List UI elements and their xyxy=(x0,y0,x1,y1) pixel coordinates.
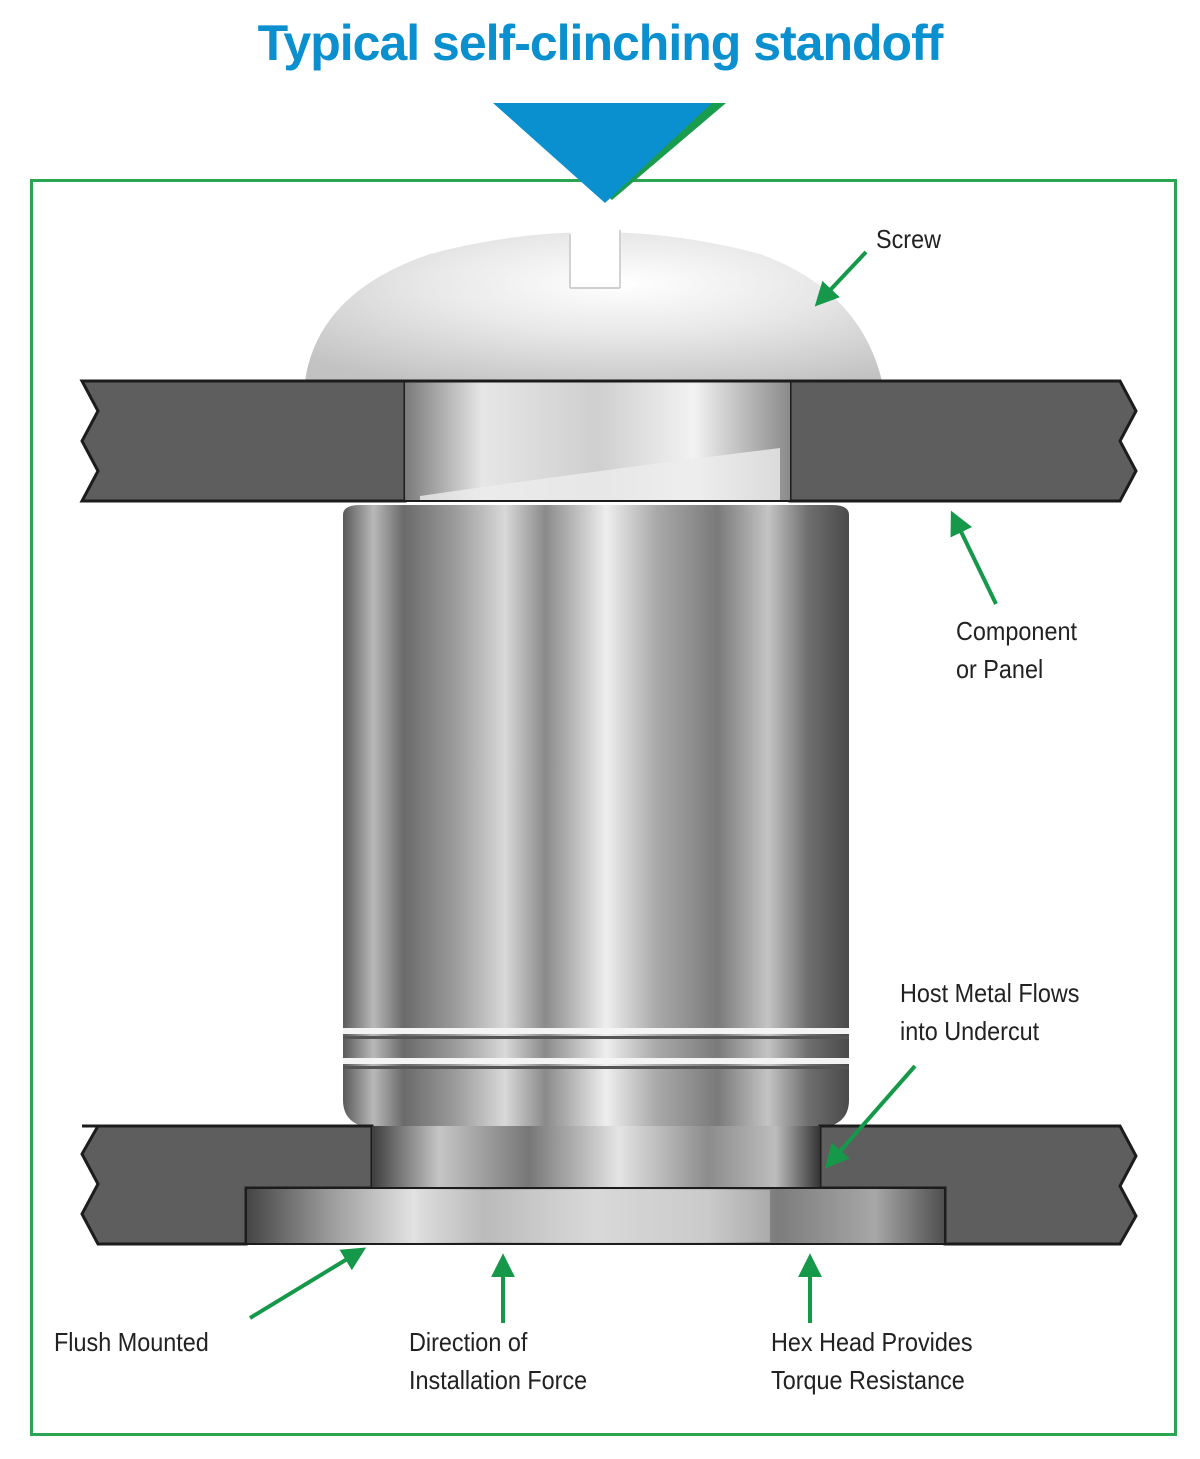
label-direction-force: Direction of Installation Force xyxy=(409,1327,588,1395)
screw-head xyxy=(305,228,882,381)
label-flush-mounted: Flush Mounted xyxy=(54,1327,209,1357)
top-pointer-triangle xyxy=(493,103,726,203)
bottom-host-panel xyxy=(80,1124,1138,1246)
label-screw: Screw xyxy=(876,224,942,254)
component-arrow xyxy=(950,510,998,605)
undercut-section xyxy=(372,1126,820,1188)
label-hex-head: Hex Head Provides Torque Resistance xyxy=(771,1327,973,1395)
host-metal-arrow xyxy=(824,1064,917,1169)
diagram-title: Typical self-clinching standoff xyxy=(257,15,944,71)
flush-arrow xyxy=(248,1247,367,1320)
screw-arrow xyxy=(814,250,868,307)
hex-head xyxy=(245,1187,946,1245)
standoff-barrel xyxy=(343,505,849,1128)
label-host-metal: Host Metal Flows into Undercut xyxy=(900,978,1080,1046)
top-component-panel xyxy=(79,379,1138,503)
label-component-panel: Component or Panel xyxy=(956,616,1077,684)
